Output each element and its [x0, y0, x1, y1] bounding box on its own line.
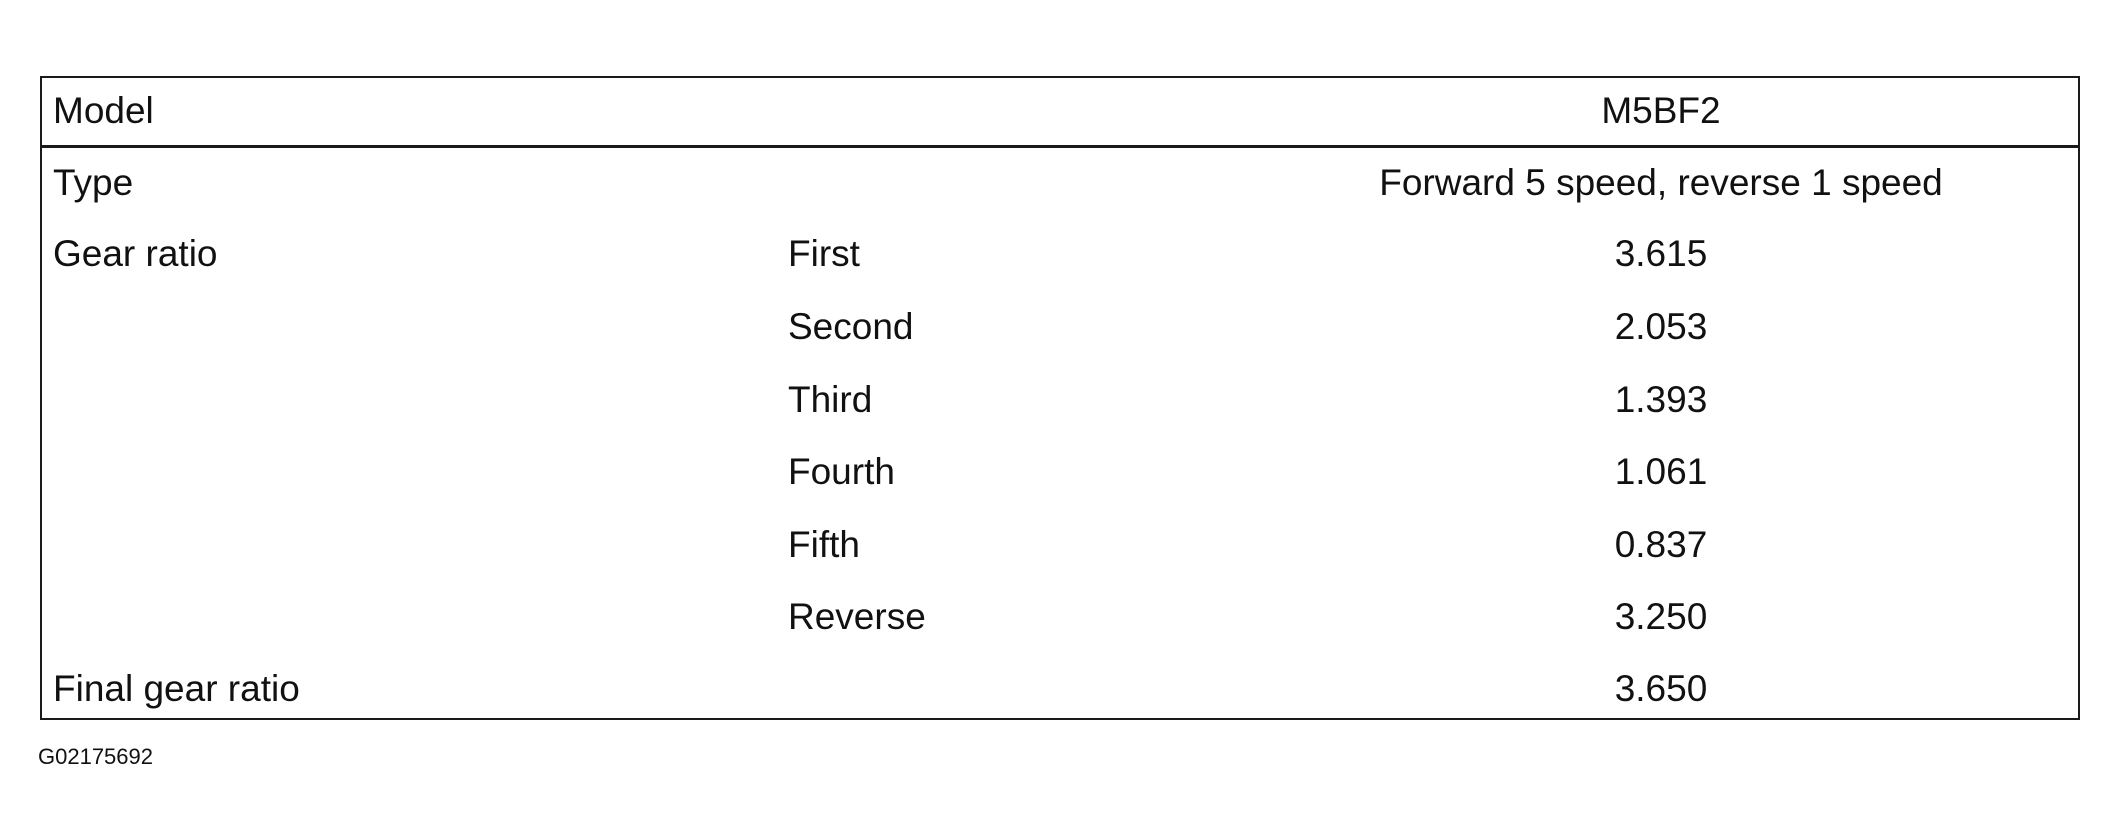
spec-table: Model M5BF2 Type Forward 5 speed, revers… [40, 76, 2080, 720]
row-label: Gear ratio [53, 233, 218, 274]
row-value: 0.837 [1614, 524, 1708, 565]
row-value: 3.650 [1614, 668, 1708, 709]
row-sublabel: Second [788, 306, 914, 347]
figure-id: G02175692 [38, 744, 153, 769]
row-sublabel: Fifth [788, 524, 860, 565]
row-value: 2.053 [1614, 306, 1708, 347]
row-value: 3.615 [1614, 233, 1708, 274]
row-value: 3.250 [1614, 596, 1708, 637]
row-value: 1.061 [1614, 451, 1708, 492]
row-sublabel: Third [788, 379, 873, 420]
row-sublabel: Fourth [788, 451, 895, 492]
row-value: 1.393 [1614, 379, 1708, 420]
header-divider [42, 145, 2078, 148]
row-sublabel: Reverse [788, 596, 926, 637]
row-label: Type [53, 162, 134, 203]
header-value: M5BF2 [1601, 90, 1721, 131]
row-sublabel: First [788, 233, 860, 274]
row-label: Final gear ratio [53, 668, 300, 709]
row-value: Forward 5 speed, reverse 1 speed [1379, 162, 1943, 203]
header-label: Model [53, 90, 154, 131]
